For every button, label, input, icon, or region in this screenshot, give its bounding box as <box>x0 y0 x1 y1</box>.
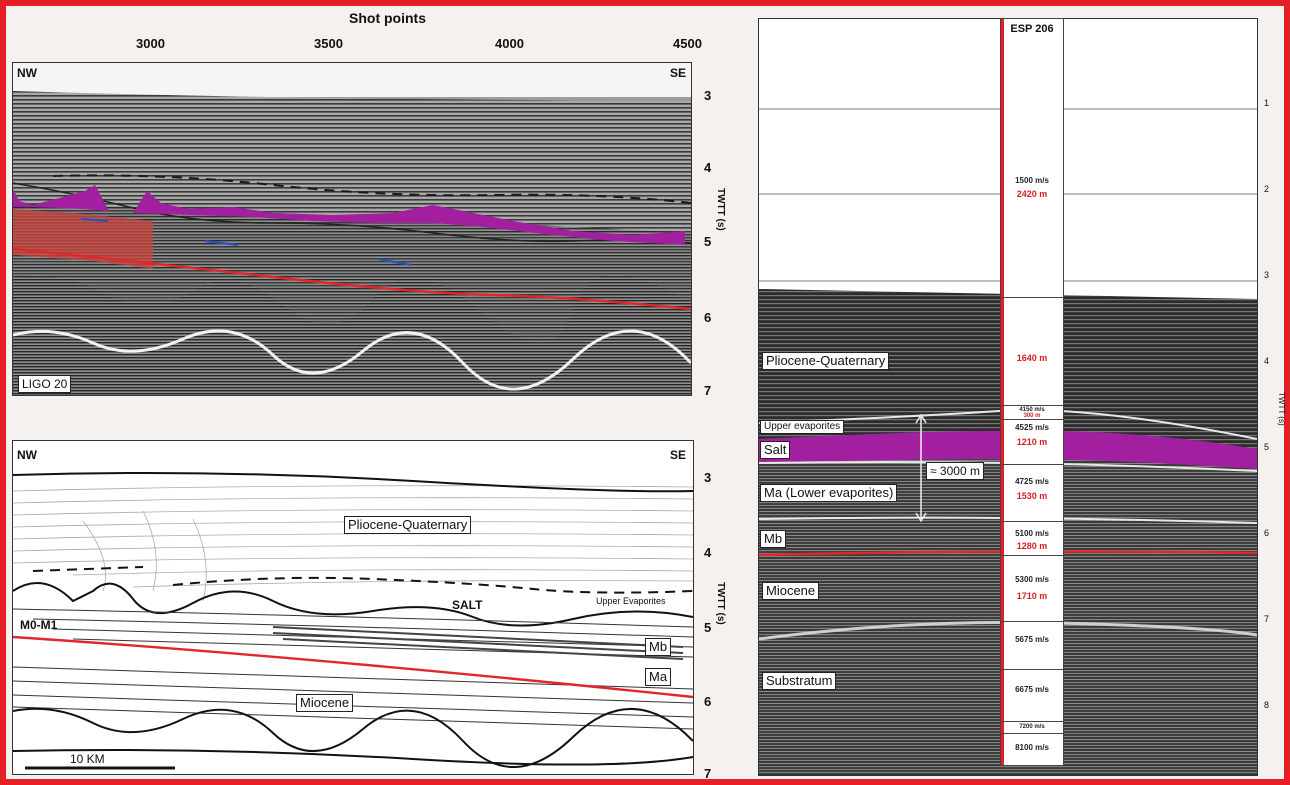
bottom-twtt-4: 4 <box>704 545 712 560</box>
shot-tick-4500: 4500 <box>673 36 702 51</box>
shot-points-title: Shot points <box>349 10 426 26</box>
unit-substratum: Substratum <box>762 672 837 690</box>
label-pliocene-quaternary: Pliocene-Quaternary <box>344 516 472 534</box>
top-seismic-svg <box>13 63 691 395</box>
label-mb: Mb <box>645 638 672 656</box>
label-upper-evaporites: Upper Evaporites <box>596 596 666 606</box>
right-twtt-4: 4 <box>1264 356 1270 366</box>
shot-tick-4000: 4000 <box>495 36 524 51</box>
right-twtt-2: 2 <box>1264 184 1270 194</box>
unit-salt: Salt <box>760 441 791 459</box>
col-velocity-6: 5300 m/s <box>1015 575 1049 584</box>
top-twtt-4: 4 <box>704 160 712 175</box>
top-nw-label: NW <box>17 66 37 80</box>
col-depth-0: 2420 m <box>1016 189 1048 199</box>
col-velocity-2: 4150 m/s <box>1019 407 1045 413</box>
line-ligo20: LIGO 20 <box>18 375 72 393</box>
shot-tick-3000: 3000 <box>136 36 165 51</box>
col-depth-2: 300 m <box>1023 413 1041 419</box>
bottom-interpretation <box>12 440 694 775</box>
bottom-interpretation-svg <box>13 472 693 770</box>
col-velocity-5: 5100 m/s <box>1015 529 1049 538</box>
col-velocity-8: 6675 m/s <box>1015 685 1049 694</box>
col-velocity-9: 7200 m/s <box>1019 724 1045 730</box>
top-twtt-5: 5 <box>704 234 712 249</box>
m-reflector-top <box>13 247 691 311</box>
top-se-label: SE <box>670 66 687 80</box>
top-twtt-6: 6 <box>704 310 712 325</box>
unit-pliocene-quaternary: Pliocene-Quaternary <box>762 352 890 370</box>
shot-tick-3500: 3500 <box>314 36 343 51</box>
unit-mb: Mb <box>760 530 787 548</box>
right-twtt-8: 8 <box>1264 700 1270 710</box>
right-twtt-label: TWTT (s) <box>1277 392 1286 426</box>
unit-miocene: Miocene <box>762 582 820 600</box>
m-reflector-bottom <box>13 635 693 699</box>
right-twtt-5: 5 <box>1264 442 1270 452</box>
label-m0-m1: M0-M1 <box>20 618 58 632</box>
label-ma: Ma <box>645 668 672 686</box>
col-depth-3: 1210 m <box>1016 437 1048 447</box>
blue-marker-3 <box>377 257 412 267</box>
evaporite-wedge <box>13 209 153 269</box>
well-name: ESP 206 <box>1010 23 1054 35</box>
right-twtt-1: 1 <box>1264 98 1270 108</box>
bottom-twtt-3: 3 <box>704 470 712 485</box>
col-depth-6: 1710 m <box>1016 591 1048 601</box>
top-twtt-label: TWTT (s) <box>715 188 726 231</box>
salt-layer-top <box>13 185 685 245</box>
right-twtt-6: 6 <box>1264 528 1270 538</box>
bottom-twtt-6: 6 <box>704 694 712 709</box>
blue-marker-1 <box>80 217 109 223</box>
unit-ma-lower-evaporites: Ma (Lower evaporites) <box>760 484 898 502</box>
unit-upper-evaporites: Upper evaporites <box>760 420 845 434</box>
scale-bar-label: 10 KM <box>70 752 105 766</box>
label-salt: SALT <box>452 598 483 612</box>
col-velocity-0: 1500 m/s <box>1015 176 1049 185</box>
right-twtt-3: 3 <box>1264 270 1270 280</box>
top-seismic-section <box>12 62 692 396</box>
col-velocity-10: 8100 m/s <box>1015 743 1049 752</box>
top-twtt-3: 3 <box>704 88 712 103</box>
col-velocity-3: 4525 m/s <box>1015 423 1049 432</box>
right-twtt-7: 7 <box>1264 614 1270 624</box>
bottom-twtt-7: 7 <box>704 766 712 781</box>
well-column-red-line <box>1001 19 1004 765</box>
col-depth-4: 1530 m <box>1016 491 1048 501</box>
blue-marker-2 <box>204 239 239 247</box>
bottom-se-label: SE <box>670 448 687 462</box>
col-depth-5: 1280 m <box>1016 541 1048 551</box>
bottom-nw-label: NW <box>17 448 37 462</box>
col-velocity-4: 4725 m/s <box>1015 477 1049 486</box>
col-velocity-7: 5675 m/s <box>1015 635 1049 644</box>
bottom-twtt-5: 5 <box>704 620 712 635</box>
col-depth-1: 1640 m <box>1016 353 1048 363</box>
top-twtt-7: 7 <box>704 383 712 398</box>
thickness-label: ≈ 3000 m <box>926 462 984 480</box>
label-miocene: Miocene <box>296 694 354 712</box>
well-column: ESP 206 1500 m/s 2420 m 1640 m 4150 m/s … <box>1000 18 1064 766</box>
bottom-twtt-label: TWTT (s) <box>715 582 726 625</box>
